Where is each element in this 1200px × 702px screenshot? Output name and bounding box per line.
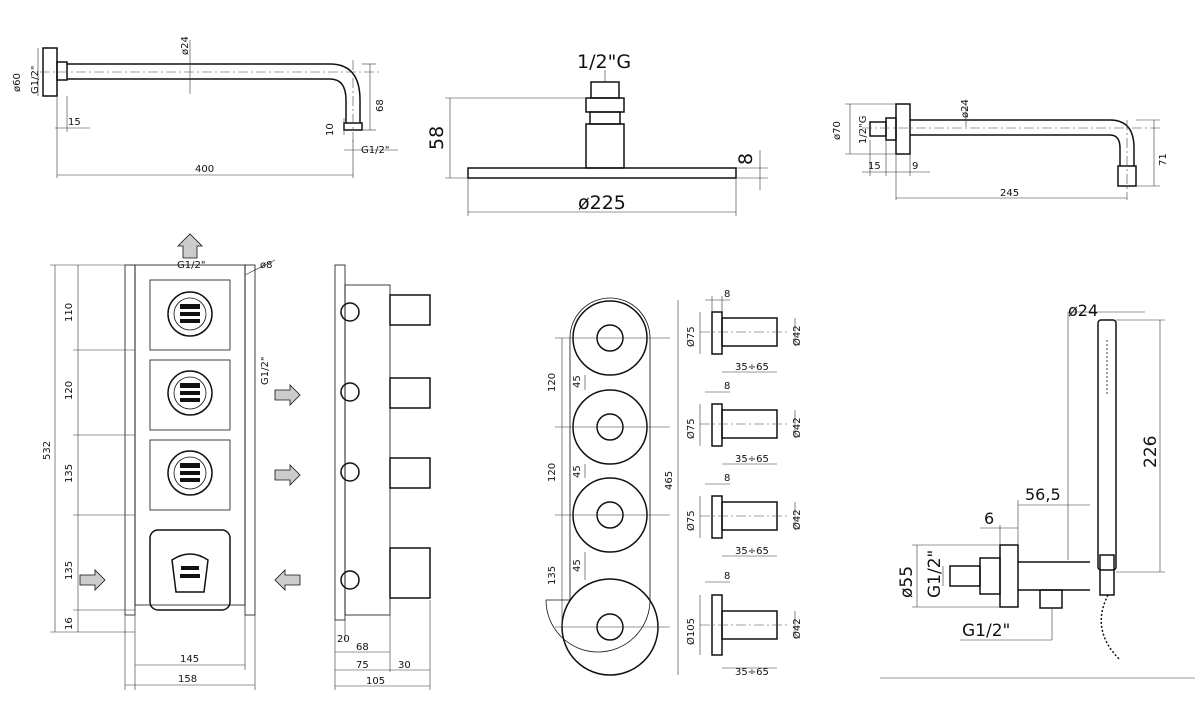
plate-p120a-label: 120 xyxy=(547,373,558,392)
knob4-k3565-label: 35÷65 xyxy=(735,667,769,678)
arm400-thread-out-label: G1/2" xyxy=(361,145,389,156)
arm400-d24-label: ø24 xyxy=(180,36,191,55)
hand-w6-label: 6 xyxy=(984,509,994,528)
valve-front-view-drawing xyxy=(50,233,301,690)
hand-thread-out-label: G1/2" xyxy=(962,621,1010,641)
arm400-h68-label: 68 xyxy=(375,99,386,112)
arm400-d60-label: ø60 xyxy=(12,73,23,92)
valve-thread-side-label: G1/2" xyxy=(260,357,271,385)
head-h8-label: 8 xyxy=(735,153,757,165)
valve-w158-label: 158 xyxy=(178,674,197,685)
arm245-h71-label: 71 xyxy=(1158,153,1169,166)
valve-side-view-drawing xyxy=(334,264,431,690)
valve-h16-label: 16 xyxy=(64,617,75,630)
shower-arm-400-drawing xyxy=(37,40,398,178)
plate-p45a-label: 45 xyxy=(572,375,583,388)
head-thread-label: 1/2"G xyxy=(577,51,631,73)
arm245-d15-label: 15 xyxy=(868,161,881,172)
side-d75-label: 75 xyxy=(356,660,369,671)
hand-w565-label: 56,5 xyxy=(1025,485,1061,504)
plate-h465-label: 465 xyxy=(664,471,675,490)
shower-head-225-drawing xyxy=(445,70,768,216)
knob-side-views-drawing xyxy=(699,296,796,669)
valve-w145-label: 145 xyxy=(180,654,199,665)
knob2-k42-label: Ø42 xyxy=(791,417,803,438)
hand-h226-label: 226 xyxy=(1141,436,1161,468)
knob4-k105-label: Ø105 xyxy=(685,618,697,645)
arm400-len400-label: 400 xyxy=(195,164,214,175)
knob3-k8-label: 8 xyxy=(724,473,730,484)
side-d20-label: 20 xyxy=(337,634,350,645)
valve-d8-label: ø8 xyxy=(260,260,272,271)
arm245-len245-label: 245 xyxy=(1000,188,1019,199)
arm400-d10-label: 10 xyxy=(325,123,336,136)
knob1-k42-label: Ø42 xyxy=(791,325,803,346)
shower-arm-245-drawing xyxy=(845,100,1160,200)
side-d105-label: 105 xyxy=(366,676,385,687)
knob1-k3565-label: 35÷65 xyxy=(735,362,769,373)
arm245-d24-label: ø24 xyxy=(960,99,971,118)
knob4-k8-label: 8 xyxy=(724,571,730,582)
hand-shower-drawing xyxy=(880,311,1195,679)
arm245-d70-label: ø70 xyxy=(832,121,843,140)
knob1-k8-label: 8 xyxy=(724,289,730,300)
knob3-k3565-label: 35÷65 xyxy=(735,546,769,557)
valve-total532-label: 532 xyxy=(42,441,53,460)
valve-h135b-label: 135 xyxy=(64,561,75,580)
head-dia-label: ø225 xyxy=(578,192,626,214)
plate-p45c-label: 45 xyxy=(572,559,583,572)
knob4-k42-label: Ø42 xyxy=(791,618,803,639)
valve-h135a-label: 135 xyxy=(64,464,75,483)
faceplate-drawing xyxy=(545,297,679,676)
valve-h110-label: 110 xyxy=(64,303,75,322)
hand-thread-in-label: G1/2" xyxy=(925,550,945,598)
knob1-k75-label: Ø75 xyxy=(685,326,697,347)
knob2-k8-label: 8 xyxy=(724,381,730,392)
plate-p45b-label: 45 xyxy=(572,465,583,478)
arm400-d15-label: 15 xyxy=(68,117,81,128)
knob3-k42-label: Ø42 xyxy=(791,509,803,530)
arm245-thread-label: 1/2"G xyxy=(858,116,869,144)
hand-d55-label: ø55 xyxy=(897,566,917,598)
knob3-k75-label: Ø75 xyxy=(685,510,697,531)
knob2-k75-label: Ø75 xyxy=(685,418,697,439)
head-h58-label: 58 xyxy=(426,126,448,150)
side-d68-label: 68 xyxy=(356,642,369,653)
arm245-d9-label: 9 xyxy=(912,161,918,172)
plate-p120b-label: 120 xyxy=(547,463,558,482)
hand-d24-label: ø24 xyxy=(1068,301,1098,320)
knob2-k3565-label: 35÷65 xyxy=(735,454,769,465)
valve-thread-top-label: G1/2" xyxy=(177,260,205,271)
side-d30-label: 30 xyxy=(398,660,411,671)
plate-p135-label: 135 xyxy=(547,566,558,585)
arm400-thread-wall-label: G1/2" xyxy=(30,66,41,94)
valve-h120-label: 120 xyxy=(64,381,75,400)
